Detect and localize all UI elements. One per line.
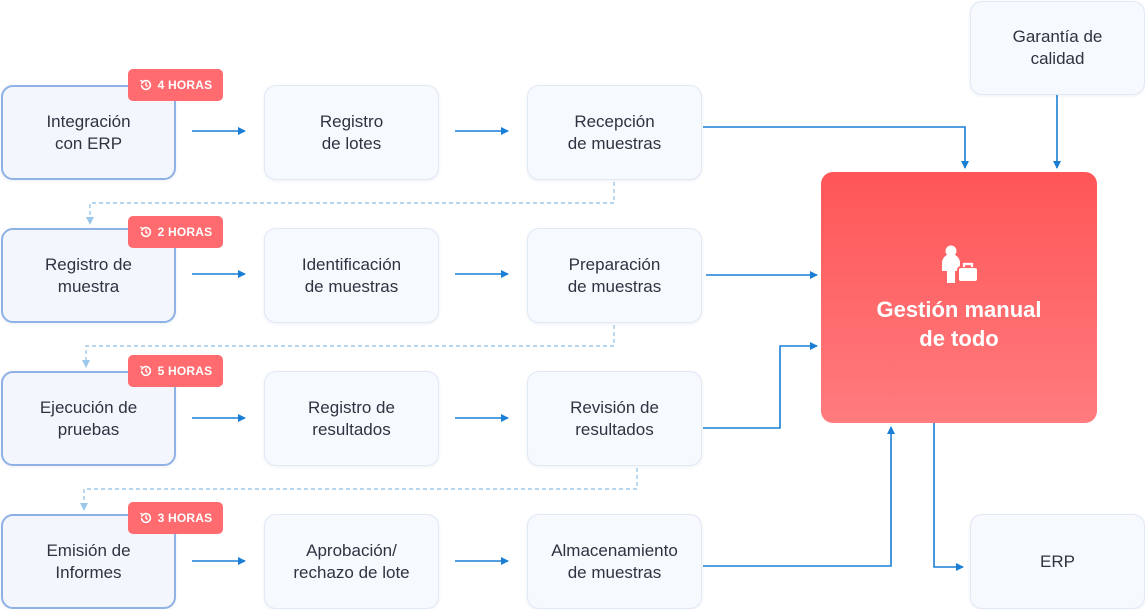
step-label: Registro de muestra: [45, 254, 132, 296]
step-label: Almacenamiento de muestras: [551, 540, 678, 582]
step-label: Ejecución de pruebas: [39, 397, 138, 439]
clock-history-icon: [139, 79, 151, 91]
arrow-almacenamiento-center: [703, 426, 895, 567]
step-label: Preparación de muestras: [567, 254, 662, 296]
step-label: Aprobación/ rechazo de lote: [293, 540, 410, 582]
step-label: Identificación de muestras: [301, 254, 402, 296]
quality-box: Garantía de calidad: [970, 1, 1145, 95]
step-label: Registro de lotes: [319, 111, 384, 153]
step-registro-muestra: Registro de muestra: [1, 228, 176, 323]
step-preparacion-muestras: Preparación de muestras: [527, 228, 702, 323]
dashed-r3-r4: [80, 468, 638, 511]
step-registro-resultados: Registro de resultados: [264, 371, 439, 466]
step-integracion-erp: Integración con ERP: [1, 85, 176, 180]
person-briefcase-icon: [942, 245, 979, 283]
step-label: Recepción de muestras: [567, 111, 662, 153]
arrow-center-erp: [933, 423, 964, 571]
badge-label: 2 HORAS: [157, 225, 213, 239]
center-title: Gestión manual de todo: [876, 296, 1042, 351]
step-label: Integración con ERP: [46, 111, 131, 153]
central-manual-management: Gestión manual de todo: [821, 172, 1097, 423]
dashed-r2-r3: [82, 325, 615, 368]
step-label: Registro de resultados: [308, 397, 395, 439]
step-recepcion-muestras: Recepción de muestras: [527, 85, 702, 180]
time-badge: 4 HORAS: [128, 69, 223, 101]
time-badge: 2 HORAS: [128, 216, 223, 248]
step-aprobacion-rechazo: Aprobación/ rechazo de lote: [264, 514, 439, 609]
dashed-r1-r2: [86, 182, 615, 225]
badge-label: 5 HORAS: [157, 364, 213, 378]
clock-history-icon: [139, 365, 151, 377]
arrow-recepcion-center: [703, 126, 969, 169]
clock-history-icon: [139, 226, 151, 238]
erp-box: ERP: [970, 514, 1145, 609]
badge-label: 3 HORAS: [157, 511, 213, 525]
step-almacenamiento-muestras: Almacenamiento de muestras: [527, 514, 702, 609]
step-label: Revisión de resultados: [570, 397, 659, 439]
quality-label: Garantía de calidad: [1012, 27, 1103, 68]
step-revision-resultados: Revisión de resultados: [527, 371, 702, 466]
step-identificacion-muestras: Identificación de muestras: [264, 228, 439, 323]
arrow-revision-center: [703, 342, 818, 429]
step-label: Emisión de Informes: [46, 540, 131, 582]
step-registro-lotes: Registro de lotes: [264, 85, 439, 180]
time-badge: 3 HORAS: [128, 502, 223, 534]
erp-label: ERP: [1040, 551, 1075, 571]
clock-history-icon: [139, 512, 151, 524]
time-badge: 5 HORAS: [128, 355, 223, 387]
badge-label: 4 HORAS: [157, 78, 213, 92]
